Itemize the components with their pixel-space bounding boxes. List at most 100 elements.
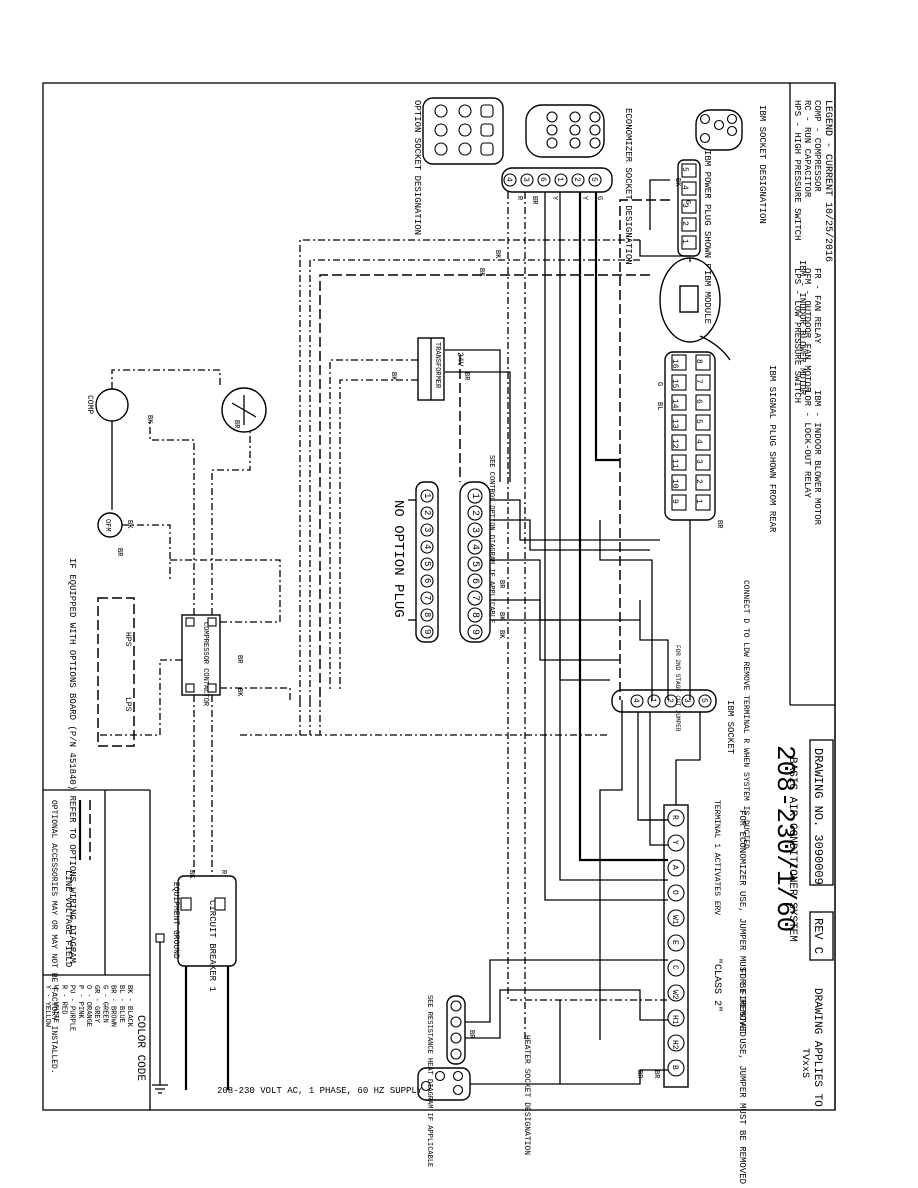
options-board-note: IF EQUIPPED WITH OPTIONS BOARD (P/N 4518… — [67, 558, 77, 963]
option-plug-pin-label: 7 — [469, 595, 480, 601]
signal-plug-pin-label: 9 — [670, 499, 679, 504]
option-plug-pin-label: 8 — [469, 612, 480, 618]
terminal-w2 — [667, 984, 685, 1002]
svg-text:BR: BR — [235, 655, 243, 664]
option-plug-pin-label: 9 — [469, 629, 480, 635]
svg-text:G: G — [655, 382, 663, 386]
option-plug-pin — [467, 624, 483, 640]
signal-plug-pin — [695, 394, 711, 411]
terminal-label: Y — [670, 840, 679, 845]
option-plug-pin — [467, 522, 483, 538]
svg-text:BR: BR — [497, 580, 505, 589]
option-plug-pin-label: 5 — [469, 561, 480, 567]
ibm-socket-pin — [630, 694, 644, 708]
signal-plug-pin-label: 15 — [670, 379, 679, 389]
economizer-pin-label: 1 — [555, 177, 564, 182]
svg-text:R: R — [515, 196, 523, 201]
color-code-item: R - RED — [59, 985, 67, 1014]
power-plug-pin — [681, 199, 697, 214]
terminal-label: O — [670, 890, 679, 895]
signal-plug-pin — [695, 434, 711, 451]
svg-text:BK: BK — [389, 372, 397, 381]
terminal-w1 — [667, 909, 685, 927]
ibm-socket-designation-label: IBM SOCKET DESIGNATION — [757, 105, 767, 224]
no-option-plug-pin-label: 4 — [422, 544, 432, 549]
ibm-legend-label: IBM - INDOOR BLOWER MOTOR — [797, 260, 807, 396]
ibm-socket-pin — [647, 694, 661, 708]
equipment-ground-label: EQUIPMENT GROUND — [171, 882, 180, 959]
terminal-label: H2 — [670, 1040, 679, 1050]
no-option-plug-pin — [420, 574, 434, 588]
no-option-plug-pin-label: 8 — [422, 612, 432, 617]
ibm-socket-pin-label: 4 — [631, 698, 640, 703]
svg-text:BR: BR — [232, 420, 240, 429]
economizer-pin-label: 5 — [589, 177, 598, 182]
svg-text:BK: BK — [673, 178, 681, 187]
pressure-switch-box — [97, 597, 135, 747]
legend-item: OFM - OUTDOOR FAN MOTOR — [802, 268, 812, 393]
signal-plug-pin — [671, 474, 687, 491]
legend-item: LPS - LOW PRESSURE SWITCH — [792, 268, 802, 403]
ibm-signal-plug-label: IBM SIGNAL PLUG SHOWN FROM REAR — [767, 365, 777, 533]
signal-plug-pin — [671, 414, 687, 431]
signal-plug-pin-label: 7 — [694, 379, 703, 384]
legend-item: IBM - INDOOR BLOWER MOTOR — [812, 390, 822, 526]
economizer-socket-designation-label: ECONOMIZER SOCKET DESIGNATION — [623, 108, 633, 265]
power-plug-pin — [681, 235, 697, 250]
svg-text:BK: BK — [497, 630, 505, 639]
svg-text:BK: BK — [497, 612, 505, 621]
terminal-label: R — [670, 815, 679, 820]
comp-label: COMP — [85, 395, 94, 414]
resistance-heat-plug — [446, 995, 466, 1065]
terminal-label: A — [670, 865, 679, 870]
economizer-socket-designation-symbol — [525, 104, 605, 158]
signal-plug-pin-label: 5 — [694, 419, 703, 424]
signal-plug-pin-label: 6 — [694, 399, 703, 404]
svg-text:BR: BR — [635, 1070, 643, 1079]
option-plug-pin-label: 4 — [469, 544, 480, 550]
economizer-pin — [503, 173, 517, 187]
power-plug-pin-label: 3 — [680, 203, 689, 208]
terminal-e — [667, 934, 685, 952]
terminal-y — [667, 834, 685, 852]
lps-label: LPS — [123, 697, 132, 712]
svg-text:R: R — [219, 870, 227, 875]
ibm-socket-pin-label: 1 — [648, 698, 657, 703]
no-option-plug-pin — [420, 591, 434, 605]
signal-plug-pin — [695, 354, 711, 371]
system-title: BASIC AIR CONDITIONER SYSTEM — [786, 757, 798, 942]
signal-plug-pin-label: 2 — [694, 479, 703, 484]
economizer-jumper-label: FOR ECONOMIZER USE, JUMPER MUST BE REMOV… — [737, 810, 747, 1037]
compressor-contactor-label: COMPRESSOR CONTACTOR — [201, 622, 209, 707]
legend-title: LEGEND - CURRENT 10/25/2016 — [822, 100, 834, 262]
circuit-breaker — [177, 875, 237, 967]
voltage-title: 208-230/1/60 — [770, 745, 800, 932]
signal-plug-pin — [671, 374, 687, 391]
legend-item: HPS - HIGH PRESSURE SWITCH — [792, 100, 802, 240]
see-control-option-label: SEE CONTROL OPTION DIAGRAM IF APPLICABLE — [487, 455, 495, 623]
terminal-label: C — [670, 965, 679, 970]
heater-socket-label: HEATER SOCKET DESIGNATION — [522, 1035, 531, 1155]
power-plug-pin — [681, 181, 697, 196]
svg-text:Y: Y — [580, 196, 588, 201]
rev-box — [809, 911, 834, 961]
terminal-h2 — [667, 1034, 685, 1052]
svg-text:BR: BR — [715, 520, 723, 529]
svg-text:BR: BR — [652, 1070, 660, 1079]
no-option-plug-pin-label: 6 — [422, 578, 432, 583]
legend-item: RC - RUN CAPACITOR — [802, 100, 812, 198]
terminal-label: W2 — [670, 990, 679, 1000]
signal-plug-pin — [695, 494, 711, 511]
drawing-number: DRAWING NO. 3090009 — [811, 748, 825, 885]
power-plug-pin-label: 5 — [680, 167, 689, 172]
signal-plug-pin-label: 3 — [694, 459, 703, 464]
revision: REV C — [811, 918, 825, 954]
economizer-pin-label: 4 — [504, 177, 513, 182]
firestat-jumper-label: FOR FIRESTAT USE, JUMPER MUST BE REMOVED — [737, 968, 747, 1184]
no-option-plug-label: NO OPTION PLUG — [390, 500, 406, 618]
legend-item: LOR - LOCK-OUT RELAY — [802, 390, 812, 499]
no-option-plug-pin — [420, 608, 434, 622]
signal-plug-pin — [695, 374, 711, 391]
class-2-label: "CLASS 2" — [711, 958, 723, 1012]
